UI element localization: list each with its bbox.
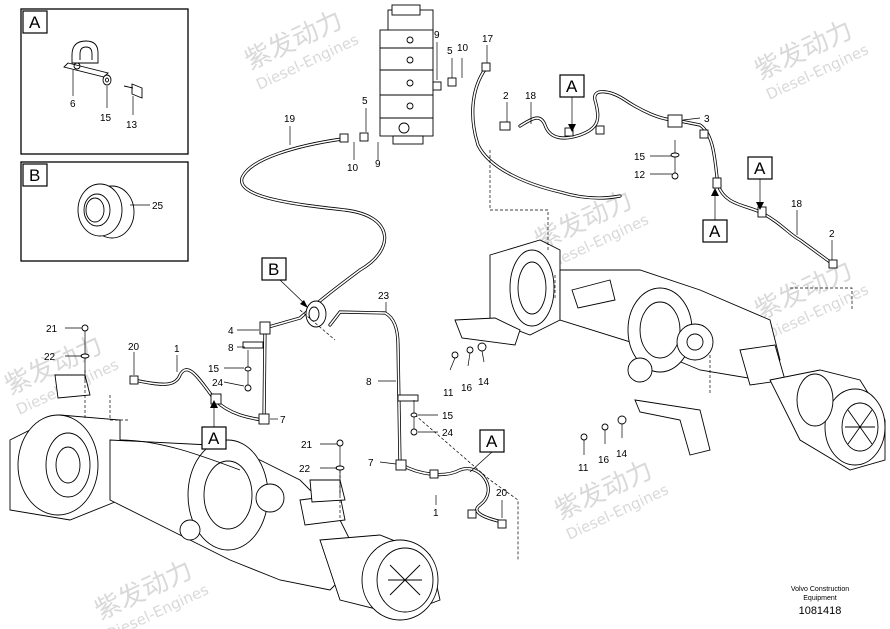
- part-label-8: 8: [366, 377, 372, 388]
- svg-text:A: A: [566, 77, 578, 96]
- part-label-7: 7: [368, 458, 374, 469]
- watermark: 紫发动力 Diesel-Engines: [90, 555, 211, 629]
- detail-b-box: B 25: [20, 161, 189, 262]
- part-label-9: 9: [434, 30, 440, 41]
- part-label-15: 15: [634, 152, 646, 163]
- part-label-16: 16: [461, 383, 473, 394]
- brand-line-1: Volvo Construction: [791, 586, 849, 593]
- part-label-21: 21: [46, 324, 58, 335]
- detail-b-part-25: 25: [152, 201, 164, 212]
- callouts: A A A B A A: [201, 74, 773, 473]
- callout-b: B: [261, 257, 308, 308]
- svg-text:A: A: [754, 159, 766, 178]
- detail-b-letter: B: [29, 166, 40, 185]
- part-label-23: 23: [378, 291, 390, 302]
- part-label-10: 10: [457, 43, 469, 54]
- hose-lines: [131, 66, 832, 524]
- part-label-22: 22: [44, 352, 56, 363]
- part-label-15: 15: [442, 411, 454, 422]
- part-label-20: 20: [496, 488, 508, 499]
- brand-line-2: Equipment: [803, 595, 837, 602]
- svg-text:A: A: [486, 432, 498, 451]
- part-label-20: 20: [128, 342, 140, 353]
- part-label-24: 24: [212, 378, 224, 389]
- detail-a-box: A 6 15 13: [20, 8, 189, 155]
- detail-a-letter: A: [29, 13, 41, 32]
- part-label-11: 11: [578, 463, 589, 474]
- leaders: [65, 42, 833, 518]
- part-label-1: 1: [174, 344, 180, 355]
- part-label-2: 2: [503, 91, 509, 102]
- svg-text:A: A: [208, 429, 220, 448]
- svg-text:A: A: [709, 222, 721, 241]
- callout-a-right: A: [747, 156, 773, 210]
- part-label-5: 5: [447, 46, 453, 57]
- drawing-number: 1081418: [799, 605, 842, 617]
- part-label-12: 12: [634, 170, 646, 181]
- part-label-9: 9: [375, 159, 381, 170]
- drawing-footer: Volvo Construction Equipment 1081418: [791, 586, 849, 617]
- part-label-7: 7: [280, 415, 286, 426]
- part-label-14: 14: [616, 449, 628, 460]
- watermark: 紫发动力 Diesel-Engines: [0, 330, 121, 418]
- part-label-16: 16: [598, 455, 610, 466]
- part-label-22: 22: [299, 464, 311, 475]
- clamp-part: [71, 40, 99, 64]
- part-label-3: 3: [704, 114, 710, 125]
- part-label-8: 8: [228, 343, 234, 354]
- rear-axle: [9, 374, 441, 621]
- part-label-14: 14: [478, 377, 490, 388]
- part-label-15: 15: [208, 364, 220, 375]
- detail-a-part-6: 6: [70, 99, 76, 110]
- callout-a-mid: A: [702, 188, 728, 243]
- callout-a-bottom: A: [469, 429, 505, 473]
- bolt-part: [131, 83, 143, 99]
- watermark: 紫发动力 Diesel-Engines: [750, 15, 871, 103]
- fittings: [129, 62, 838, 529]
- watermark: 紫发动力 Diesel-Engines: [240, 5, 361, 93]
- bolt-stacks: [80, 140, 680, 495]
- part-label-17: 17: [482, 34, 494, 45]
- part-label-4: 4: [228, 326, 234, 337]
- part-label-10: 10: [347, 163, 359, 174]
- part-label-18: 18: [525, 91, 537, 102]
- front-axle: [454, 239, 886, 471]
- callout-a-top: A: [559, 74, 585, 132]
- callout-a-left: A: [201, 400, 227, 450]
- washer-part: [102, 74, 112, 86]
- part-label-18: 18: [791, 199, 803, 210]
- svg-text:B: B: [268, 260, 279, 279]
- detail-a-part-13: 13: [126, 120, 138, 131]
- part-label-19: 19: [284, 114, 296, 125]
- brake-valve: [379, 4, 434, 145]
- part-label-5: 5: [362, 96, 368, 107]
- part-label-11: 11: [443, 388, 454, 399]
- detail-a-part-15: 15: [100, 113, 112, 124]
- part-labels: 19 5 10 9 9 5 10 17 2 18 3 15 12 18 2 23…: [44, 30, 835, 519]
- part-label-2: 2: [829, 229, 835, 240]
- part-label-21: 21: [301, 440, 313, 451]
- watermark: 紫发动力 Diesel-Engines: [550, 455, 671, 543]
- part-label-1: 1: [433, 508, 439, 519]
- part-label-24: 24: [442, 428, 454, 439]
